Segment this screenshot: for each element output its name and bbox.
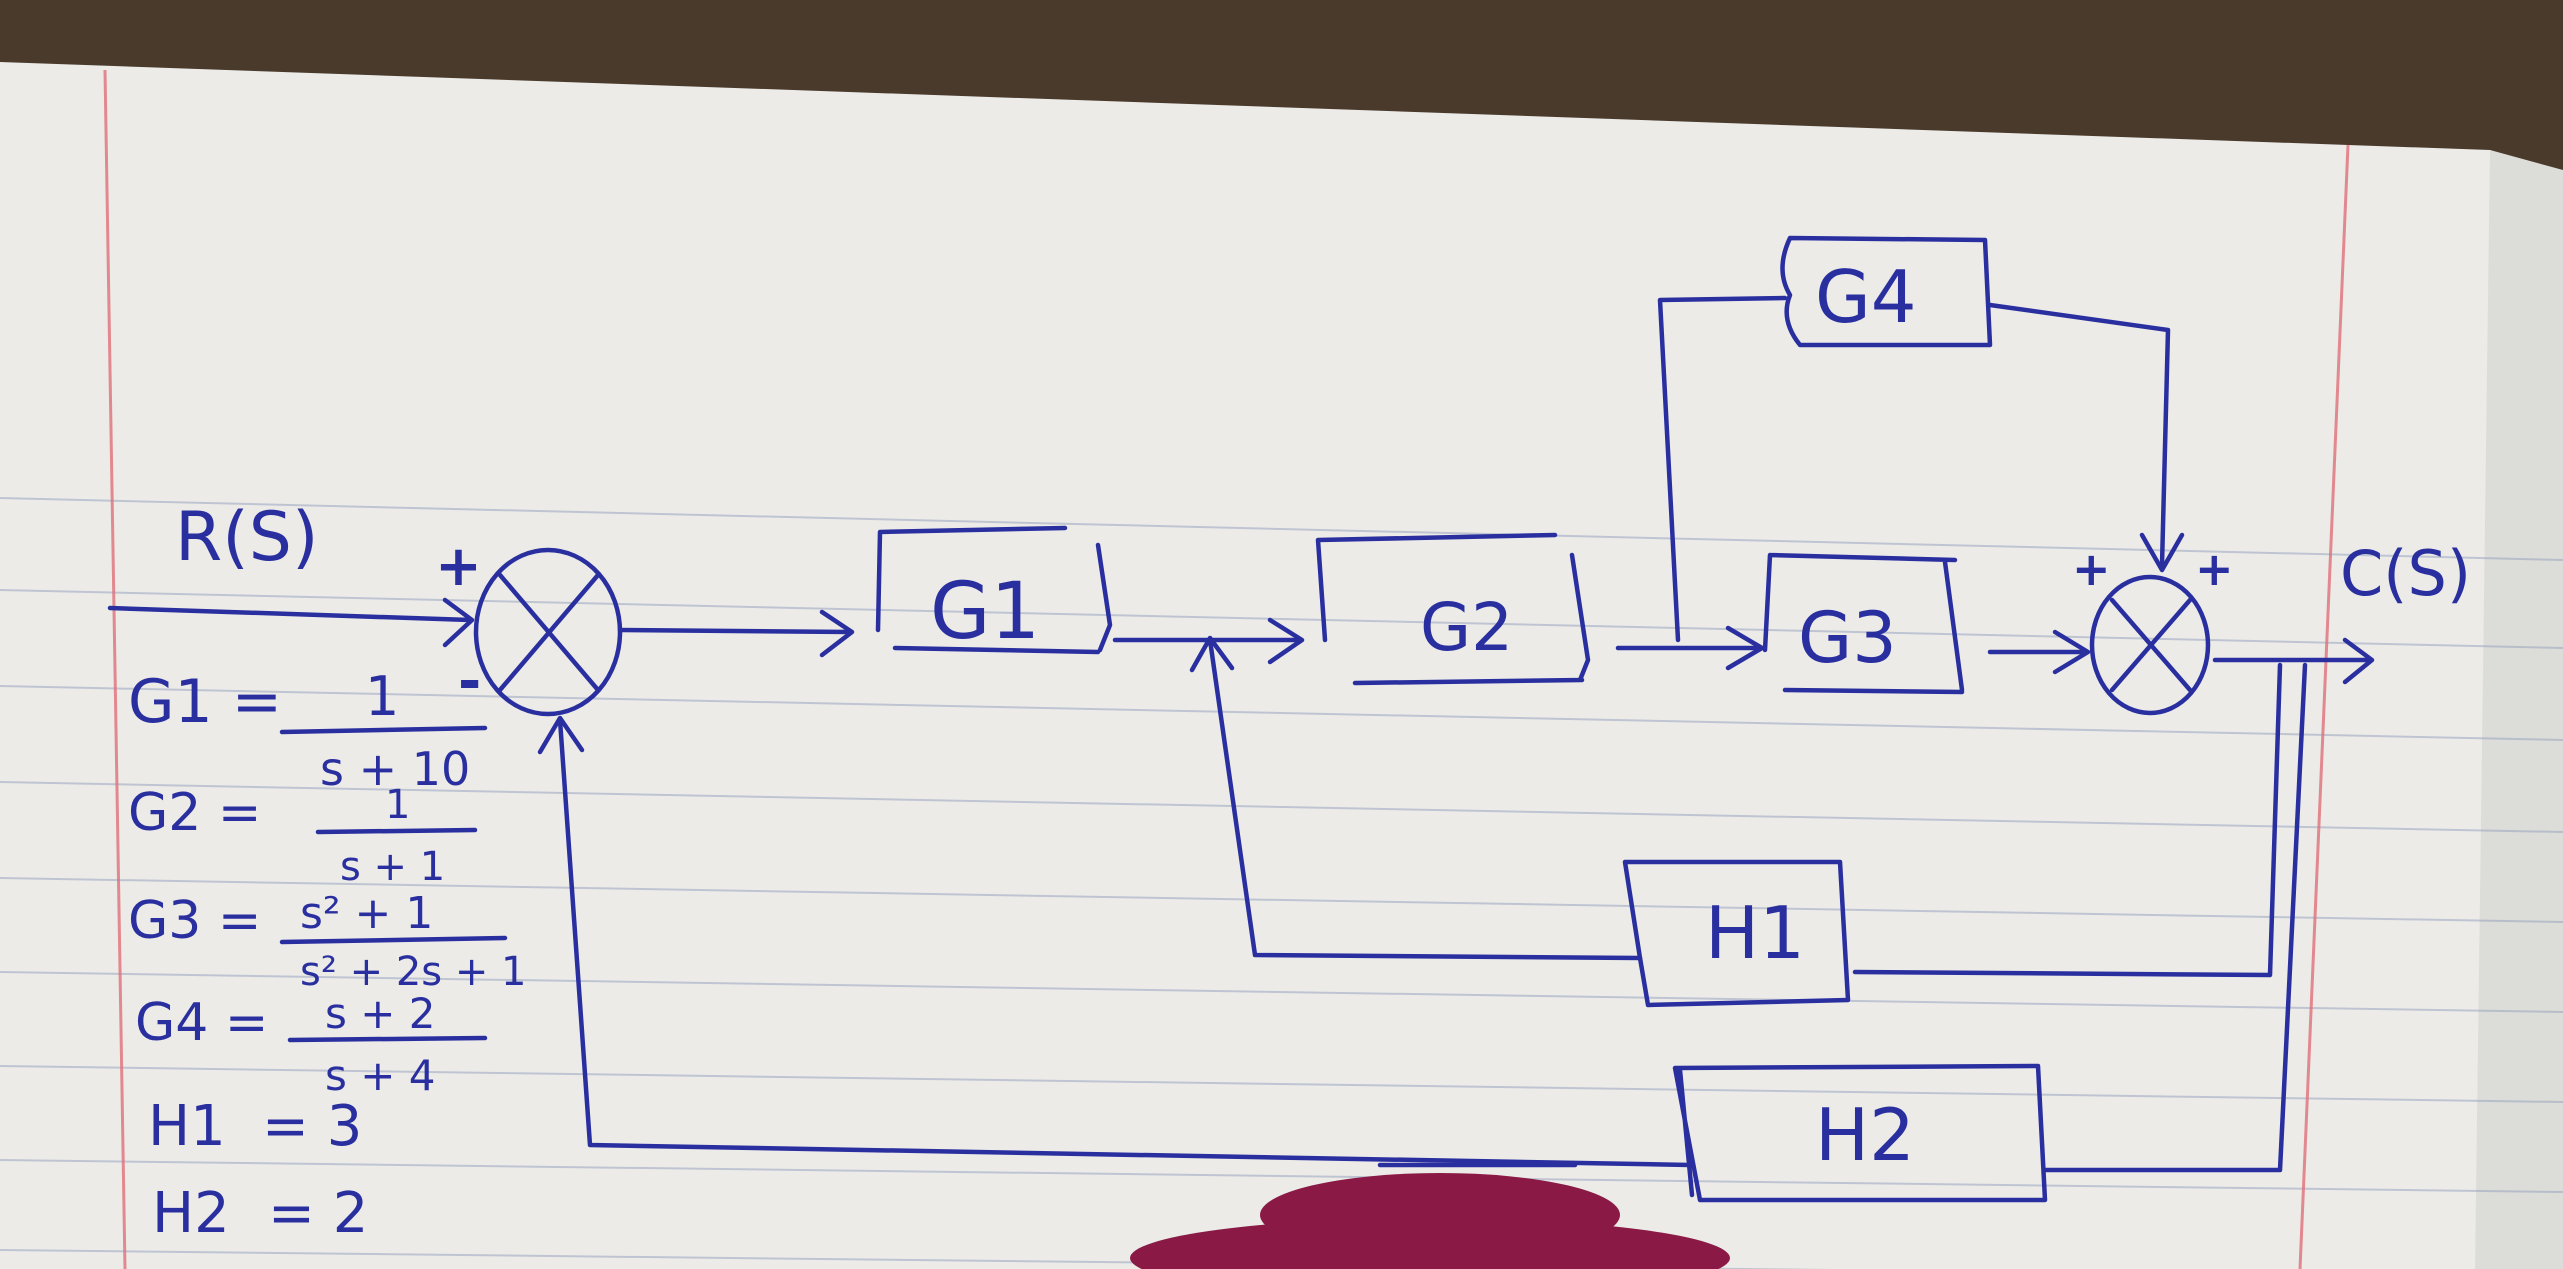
left-margin-line — [103, 69, 127, 1269]
input-label: R(S) — [175, 498, 318, 577]
def-h2-lhs: H2 — [152, 1181, 230, 1246]
definitions-list: G1 = 1 s + 10 G2 = 1 s + 1 G3 = s² + 1 s… — [128, 665, 527, 1246]
sj2-right-plus-sign: + — [2195, 542, 2234, 596]
summing-junction-1 — [473, 547, 623, 717]
block-g2: G2 — [1315, 532, 1591, 686]
block-g2-label: G2 — [1420, 589, 1513, 666]
def-h2-value: = 2 — [268, 1181, 368, 1246]
block-h2-label: H2 — [1815, 1093, 1915, 1177]
block-h2: H2 — [1672, 1063, 2048, 1203]
summing-junction-2 — [2089, 574, 2211, 716]
def-h1-lhs: H1 — [148, 1094, 226, 1159]
def-g2-numerator: 1 — [385, 782, 410, 828]
def-g1-lhs: G1 = — [128, 667, 282, 737]
block-h1-label: H1 — [1705, 891, 1805, 975]
def-g4-lhs: G4 = — [135, 993, 268, 1053]
block-g3: G3 — [1762, 552, 1965, 695]
notebook-page — [0, 62, 2563, 1269]
notebook-page-edge — [2475, 150, 2563, 1269]
def-g1-numerator: 1 — [365, 665, 399, 728]
signal-lines — [107, 295, 2375, 1173]
def-g4-numerator: s + 2 — [325, 989, 436, 1038]
def-g4-denominator: s + 4 — [325, 1051, 436, 1100]
def-g3-denominator: s² + 2s + 1 — [300, 949, 527, 995]
block-g4: G4 — [1780, 235, 1993, 348]
redaction-mark — [1130, 1162, 1730, 1269]
block-g1-label: G1 — [930, 567, 1040, 657]
block-g1: G1 — [875, 525, 1113, 657]
block-g4-label: G4 — [1815, 255, 1917, 339]
output-label: C(S) — [2340, 537, 2471, 610]
block-h1: H1 — [1622, 859, 1851, 1008]
ruled-lines — [0, 497, 2563, 1269]
def-g3-numerator: s² + 1 — [300, 888, 433, 939]
def-g1-denominator: s + 10 — [320, 742, 470, 796]
sj2-left-plus-sign: + — [2072, 542, 2111, 596]
right-margin-line — [2298, 144, 2350, 1269]
sj1-plus-sign: + — [435, 534, 482, 599]
block-g3-label: G3 — [1798, 597, 1897, 679]
def-g3-lhs: G3 = — [128, 891, 261, 951]
def-g2-denominator: s + 1 — [340, 844, 445, 890]
def-h1-value: = 3 — [262, 1094, 362, 1159]
sj1-minus-sign: - — [458, 649, 481, 714]
def-g2-lhs: G2 = — [128, 783, 261, 843]
